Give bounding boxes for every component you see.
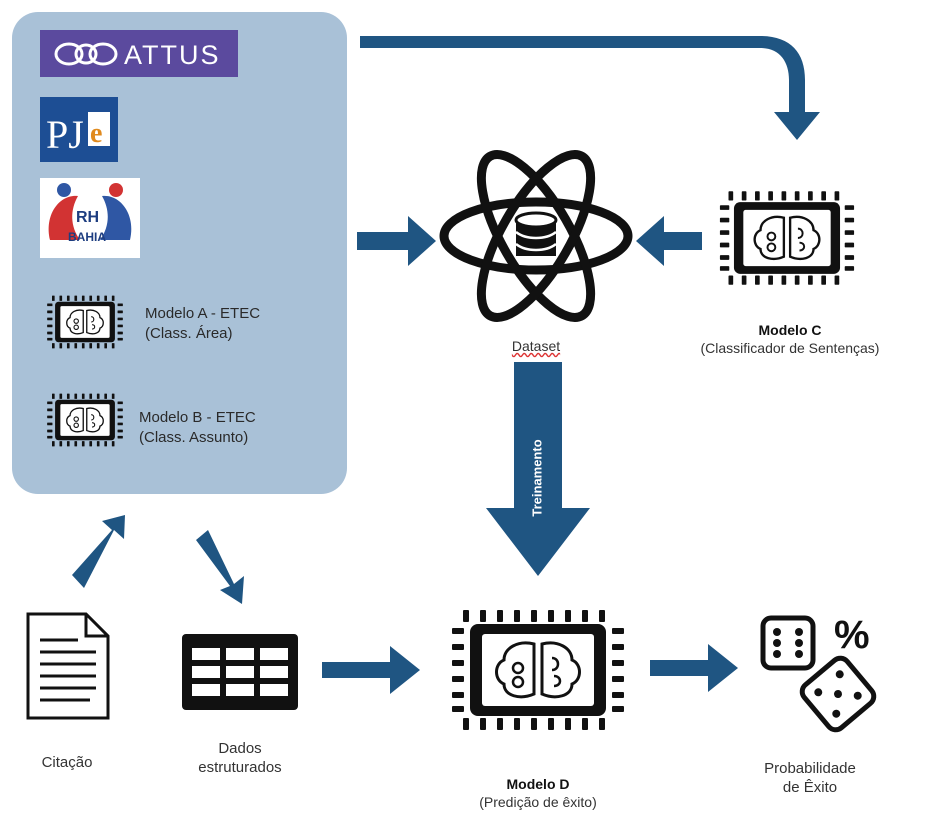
arrow-model-c-to-dataset: [636, 216, 702, 266]
model-a-label: Modelo A - ETEC (Class. Área): [145, 305, 261, 342]
arrow-panel-to-dataset: [357, 216, 436, 266]
arrow-structured-to-model-d: [322, 646, 420, 694]
structured-data-label: Dados estruturados: [198, 740, 282, 776]
arrow-model-d-to-probability: [650, 644, 738, 692]
dataset-label: Dataset: [511, 338, 561, 354]
table-icon: [182, 634, 298, 710]
svg-text:e: e: [90, 118, 102, 149]
model-b-chip-icon: [46, 392, 124, 448]
percent-icon: %: [834, 613, 870, 657]
svg-text:PJ: PJ: [46, 112, 84, 157]
model-d-chip-icon: [450, 608, 626, 732]
svg-text:BAHIA: BAHIA: [68, 230, 106, 244]
document-icon: [26, 612, 110, 720]
training-arrow: [486, 362, 590, 576]
attus-logo-text: ATTUS: [124, 40, 221, 70]
dice-icon: [760, 615, 877, 733]
attus-logo: ATTUS: [40, 30, 238, 77]
arrow-panel-to-model-c: [360, 36, 820, 140]
model-b-label: Modelo B - ETEC (Class. Assunto): [139, 409, 256, 446]
svg-text:RH: RH: [76, 209, 99, 226]
model-a-chip-icon: [46, 294, 124, 350]
model-c-label: Modelo C (Classificador de Sentenças): [700, 322, 880, 356]
model-c-chip-icon: [718, 190, 856, 286]
rh-bahia-logo: RH BAHIA: [40, 178, 140, 258]
citacao-label: Citação: [41, 754, 93, 771]
dataset-atom-icon: [439, 150, 633, 322]
model-d-label: Modelo D (Predição de êxito): [479, 776, 597, 810]
probability-label: Probabilidade de Êxito: [764, 760, 856, 796]
training-label: Treinamento: [529, 439, 545, 517]
arrow-panel-to-structured: [196, 530, 244, 604]
pje-logo: PJ e: [40, 97, 118, 162]
database-icon: [514, 211, 558, 256]
arrow-citation-to-panel: [72, 515, 125, 588]
